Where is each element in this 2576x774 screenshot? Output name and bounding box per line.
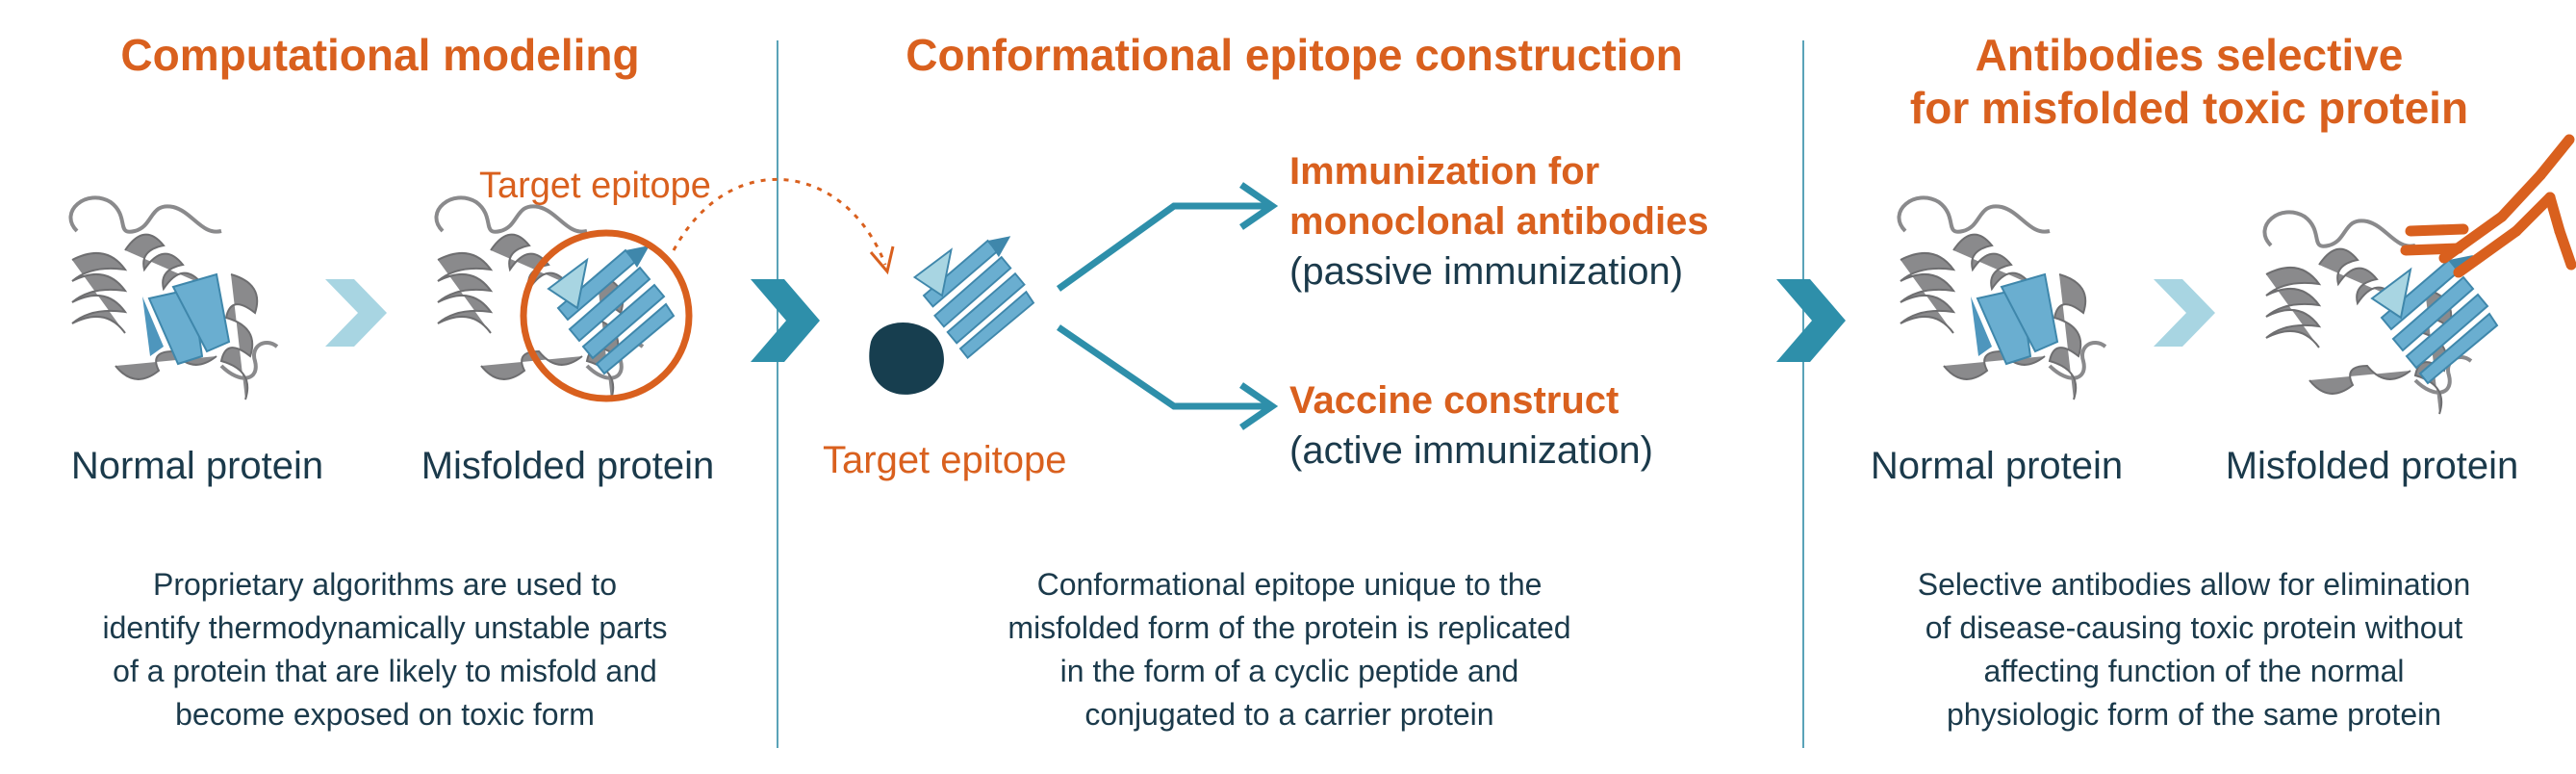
chevron-right-icon xyxy=(2154,279,2215,347)
immunization-block: Immunization for monoclonal antibodies (… xyxy=(1289,146,1709,297)
section3-description-line: physiologic form of the same protein xyxy=(1946,697,2442,732)
section2-description-line: misfolded form of the protein is replica… xyxy=(1007,610,1571,645)
dotted-arrow-head xyxy=(869,245,895,275)
section3-title: Antibodies selective for misfolded toxic… xyxy=(1809,29,2569,135)
section-divider-1 xyxy=(777,40,778,748)
immunization-arrow xyxy=(1056,202,1268,292)
section2-title: Conformational epitope construction xyxy=(905,30,1683,80)
section3-description-line: of disease-causing toxic protein without xyxy=(1925,610,2463,645)
section1-description: Proprietary algorithms are used to ident… xyxy=(19,563,751,736)
dotted-arrow xyxy=(672,177,887,266)
section3-title-line: Antibodies selective xyxy=(1975,30,2404,80)
section2-description-line: in the form of a cyclic peptide and xyxy=(1059,654,1519,688)
target-epitope-circle xyxy=(520,229,693,402)
section2-description-line: conjugated to a carrier protein xyxy=(1084,697,1494,732)
immunization-title-line: Immunization for xyxy=(1289,150,1600,193)
section1-description-line: become exposed on toxic form xyxy=(175,697,595,732)
vaccine-arrow-head xyxy=(1239,382,1279,430)
section2-description: Conformational epitope unique to the mis… xyxy=(866,563,1713,736)
carrier-protein-icon xyxy=(869,322,944,395)
vaccine-block: Vaccine construct (active immunization) xyxy=(1289,375,1653,476)
section1-description-line: of a protein that are likely to misfold … xyxy=(113,654,657,688)
section1-misfolded-protein-label: Misfolded protein xyxy=(421,445,715,487)
normal-protein-icon xyxy=(68,195,279,401)
section3-description: Selective antibodies allow for eliminati… xyxy=(1819,563,2569,736)
immunization-arrow-head xyxy=(1239,182,1279,230)
section3-description-line: affecting function of the normal xyxy=(1983,654,2405,688)
section1-normal-protein-label: Normal protein xyxy=(70,445,324,487)
section3-title-line: for misfolded toxic protein xyxy=(1909,83,2469,133)
normal-protein-icon xyxy=(1897,195,2107,401)
section1-target-epitope-label: Target epitope xyxy=(479,166,711,206)
section3-description-line: Selective antibodies allow for eliminati… xyxy=(1917,567,2471,602)
chevron-right-icon xyxy=(1776,279,1846,362)
chevron-right-icon xyxy=(325,279,387,347)
section2-description-line: Conformational epitope unique to the xyxy=(1036,567,1543,602)
section2-target-epitope-label: Target epitope xyxy=(823,439,1067,481)
section-divider-2 xyxy=(1802,40,1804,748)
immunization-title-line: monoclonal antibodies xyxy=(1289,200,1709,243)
section3-normal-protein-label: Normal protein xyxy=(1870,445,2124,487)
section1-description-line: identify thermodynamically unstable part… xyxy=(102,610,668,645)
misfolded-protein-icon xyxy=(434,195,675,401)
section1-title: Computational modeling xyxy=(120,30,640,80)
section3-misfolded-protein-label: Misfolded protein xyxy=(2225,445,2519,487)
vaccine-subtitle: (active immunization) xyxy=(1289,429,1653,472)
section1-description-line: Proprietary algorithms are used to xyxy=(153,567,617,602)
vaccine-arrow xyxy=(1057,324,1268,410)
immunization-subtitle: (passive immunization) xyxy=(1289,250,1684,293)
antibody-icon xyxy=(2400,134,2576,278)
chevron-right-icon xyxy=(751,279,820,362)
vaccine-title: Vaccine construct xyxy=(1289,379,1620,422)
